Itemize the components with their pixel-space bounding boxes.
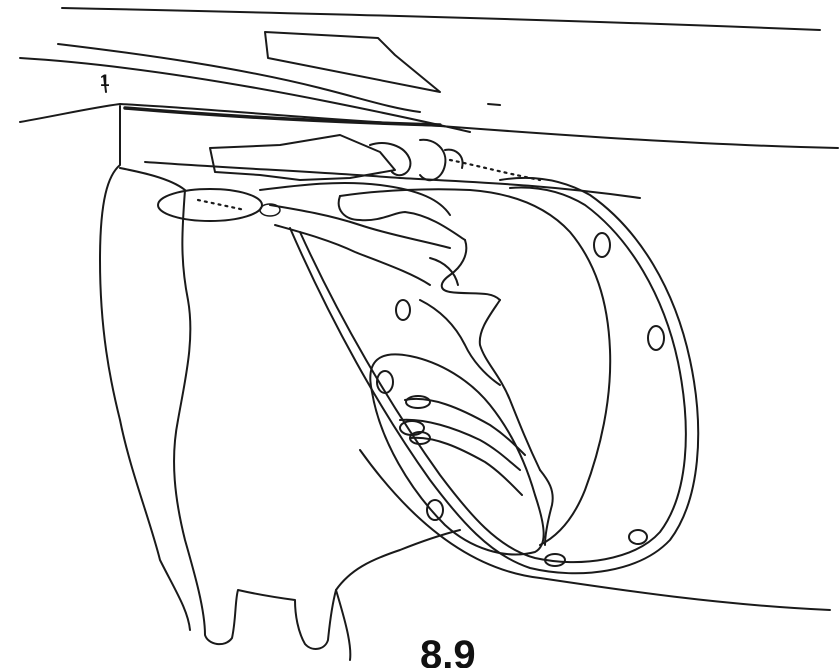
marker-label-1: 1: [100, 71, 109, 90]
figure-number: 8.9: [420, 633, 476, 668]
